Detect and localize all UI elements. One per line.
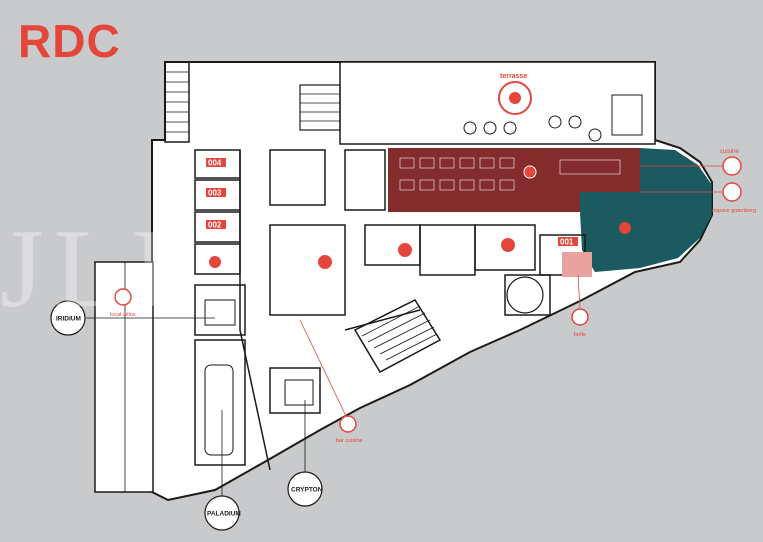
cuisine-marker-icon (722, 156, 742, 176)
bar-tables (399, 157, 621, 191)
room-label-004: 004 (208, 159, 222, 168)
room-label-003: 003 (208, 189, 222, 198)
room-label-002: 002 (208, 221, 222, 230)
paladium-label: PALADIUM (207, 511, 241, 518)
map-markers: terrasse cuisine espace gutenberg local … (110, 73, 756, 444)
central-stairs (353, 299, 442, 373)
crypton-label: CRYPTON (291, 487, 323, 494)
page-title: RDC (18, 15, 121, 67)
terrasse-label: terrasse (500, 73, 527, 80)
gutenberg-center-icon (619, 222, 631, 234)
callouts: IRIDIUM PALADIUM CRYPTON (50, 300, 323, 531)
bar-cuisine-marker-icon (339, 415, 357, 433)
crypton-callout (287, 471, 323, 507)
local-velos-icon (114, 288, 132, 306)
terrace-tables (463, 94, 643, 142)
terrasse-marker-icon (498, 81, 532, 115)
boite-label: boîte (574, 332, 586, 338)
bar-cuisine-label: bar cuisine (336, 438, 363, 444)
gutenberg-label: espace gutenberg (712, 208, 756, 214)
iridium-label: IRIDIUM (56, 316, 81, 323)
meeting-tables (204, 299, 314, 456)
terrasse-zone (339, 61, 656, 145)
iridium-callout (50, 300, 86, 336)
bar-marker-icon (523, 165, 537, 179)
watermark: JLL (0, 207, 211, 331)
boite-room (562, 252, 592, 277)
stairs-top (299, 84, 341, 131)
espace-gutenberg-zone (580, 148, 712, 272)
local-velos-label: local vélos (110, 312, 136, 318)
boite-marker-icon (571, 308, 589, 326)
cuisine-label: cuisine (720, 149, 739, 155)
paladium-callout (204, 495, 240, 531)
gutenberg-marker-icon (722, 182, 742, 202)
spiral-stair (506, 276, 544, 314)
room-label-001: 001 (560, 238, 574, 247)
